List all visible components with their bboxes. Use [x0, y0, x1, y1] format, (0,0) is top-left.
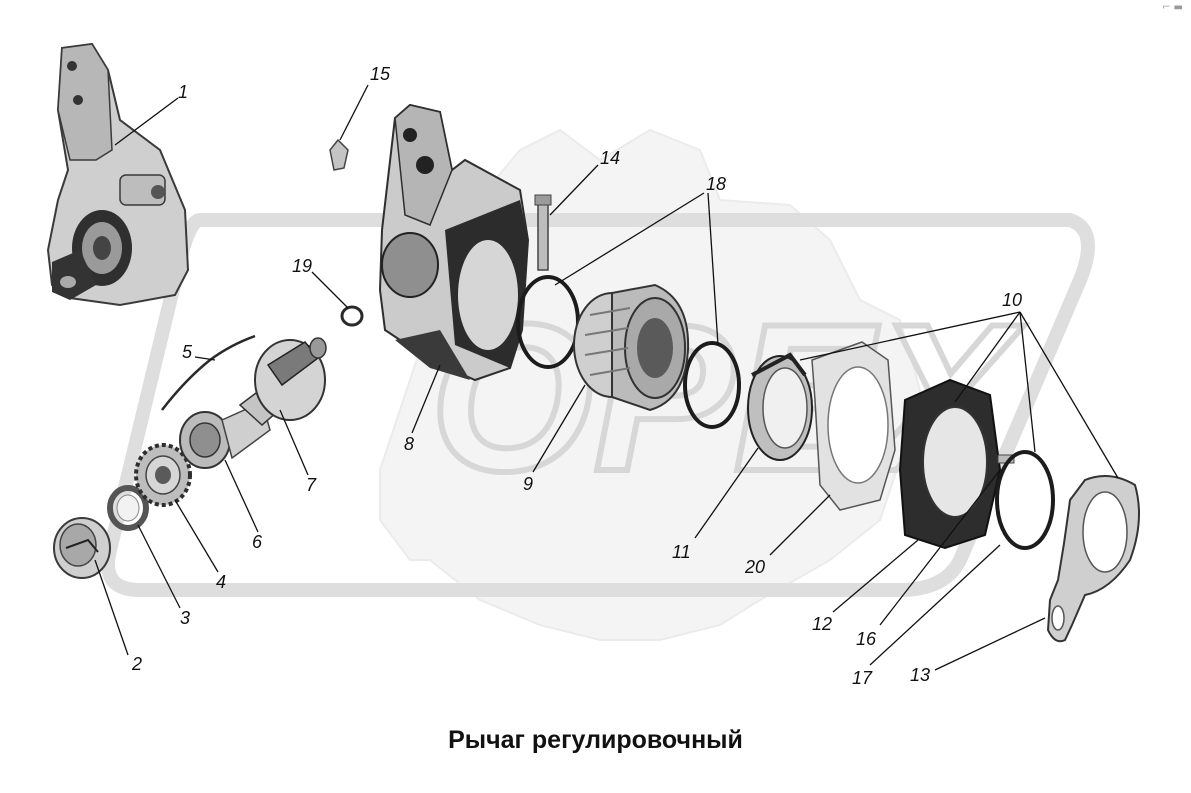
callout-8: 8 [404, 434, 414, 454]
callout-4: 4 [216, 572, 226, 592]
part-5-spring [161, 334, 256, 411]
part-1-lever [46, 42, 190, 307]
callout-2: 2 [131, 654, 142, 674]
callout-13: 13 [910, 665, 930, 685]
callout-19: 19 [292, 256, 312, 276]
part-8-housing [378, 103, 530, 382]
callout-9: 9 [523, 474, 533, 494]
part-12-cover [898, 378, 1002, 550]
part-14-bolt [534, 194, 552, 271]
part-2-cap [53, 517, 111, 579]
part-6-worm [179, 400, 271, 469]
leader-lines [94, 84, 1119, 671]
part-15-pin [329, 138, 349, 171]
callout-14: 14 [600, 148, 620, 168]
part-9-bearing [573, 283, 690, 412]
part-13-template [1046, 475, 1140, 643]
part-3-ring [107, 485, 149, 531]
callout-11: 11 [672, 542, 691, 562]
callout-15: 15 [370, 64, 391, 84]
callout-18: 18 [706, 174, 726, 194]
callout-7: 7 [306, 475, 317, 495]
page-title: Рычаг регулировочный [448, 726, 743, 754]
part-19-small-ring [340, 305, 364, 327]
part-17-o-ring [995, 450, 1055, 550]
callout-12: 12 [812, 614, 832, 634]
callouts: 1 2 3 4 5 6 7 8 9 10 11 12 13 14 15 16 1… [131, 64, 1022, 688]
part-7-shaft [238, 337, 327, 427]
callout-3: 3 [180, 608, 190, 628]
callout-16: 16 [856, 629, 877, 649]
corner-mark: ⌐ ▬ [1161, 2, 1183, 13]
callout-1: 1 [178, 82, 188, 102]
callout-20: 20 [744, 557, 765, 577]
callout-5: 5 [182, 342, 193, 362]
part-20-gasket [811, 341, 896, 511]
part-4-gear [134, 443, 192, 507]
callout-10: 10 [1002, 290, 1022, 310]
callout-6: 6 [252, 532, 263, 552]
part-11-seal [747, 352, 813, 461]
callout-17: 17 [852, 668, 873, 688]
